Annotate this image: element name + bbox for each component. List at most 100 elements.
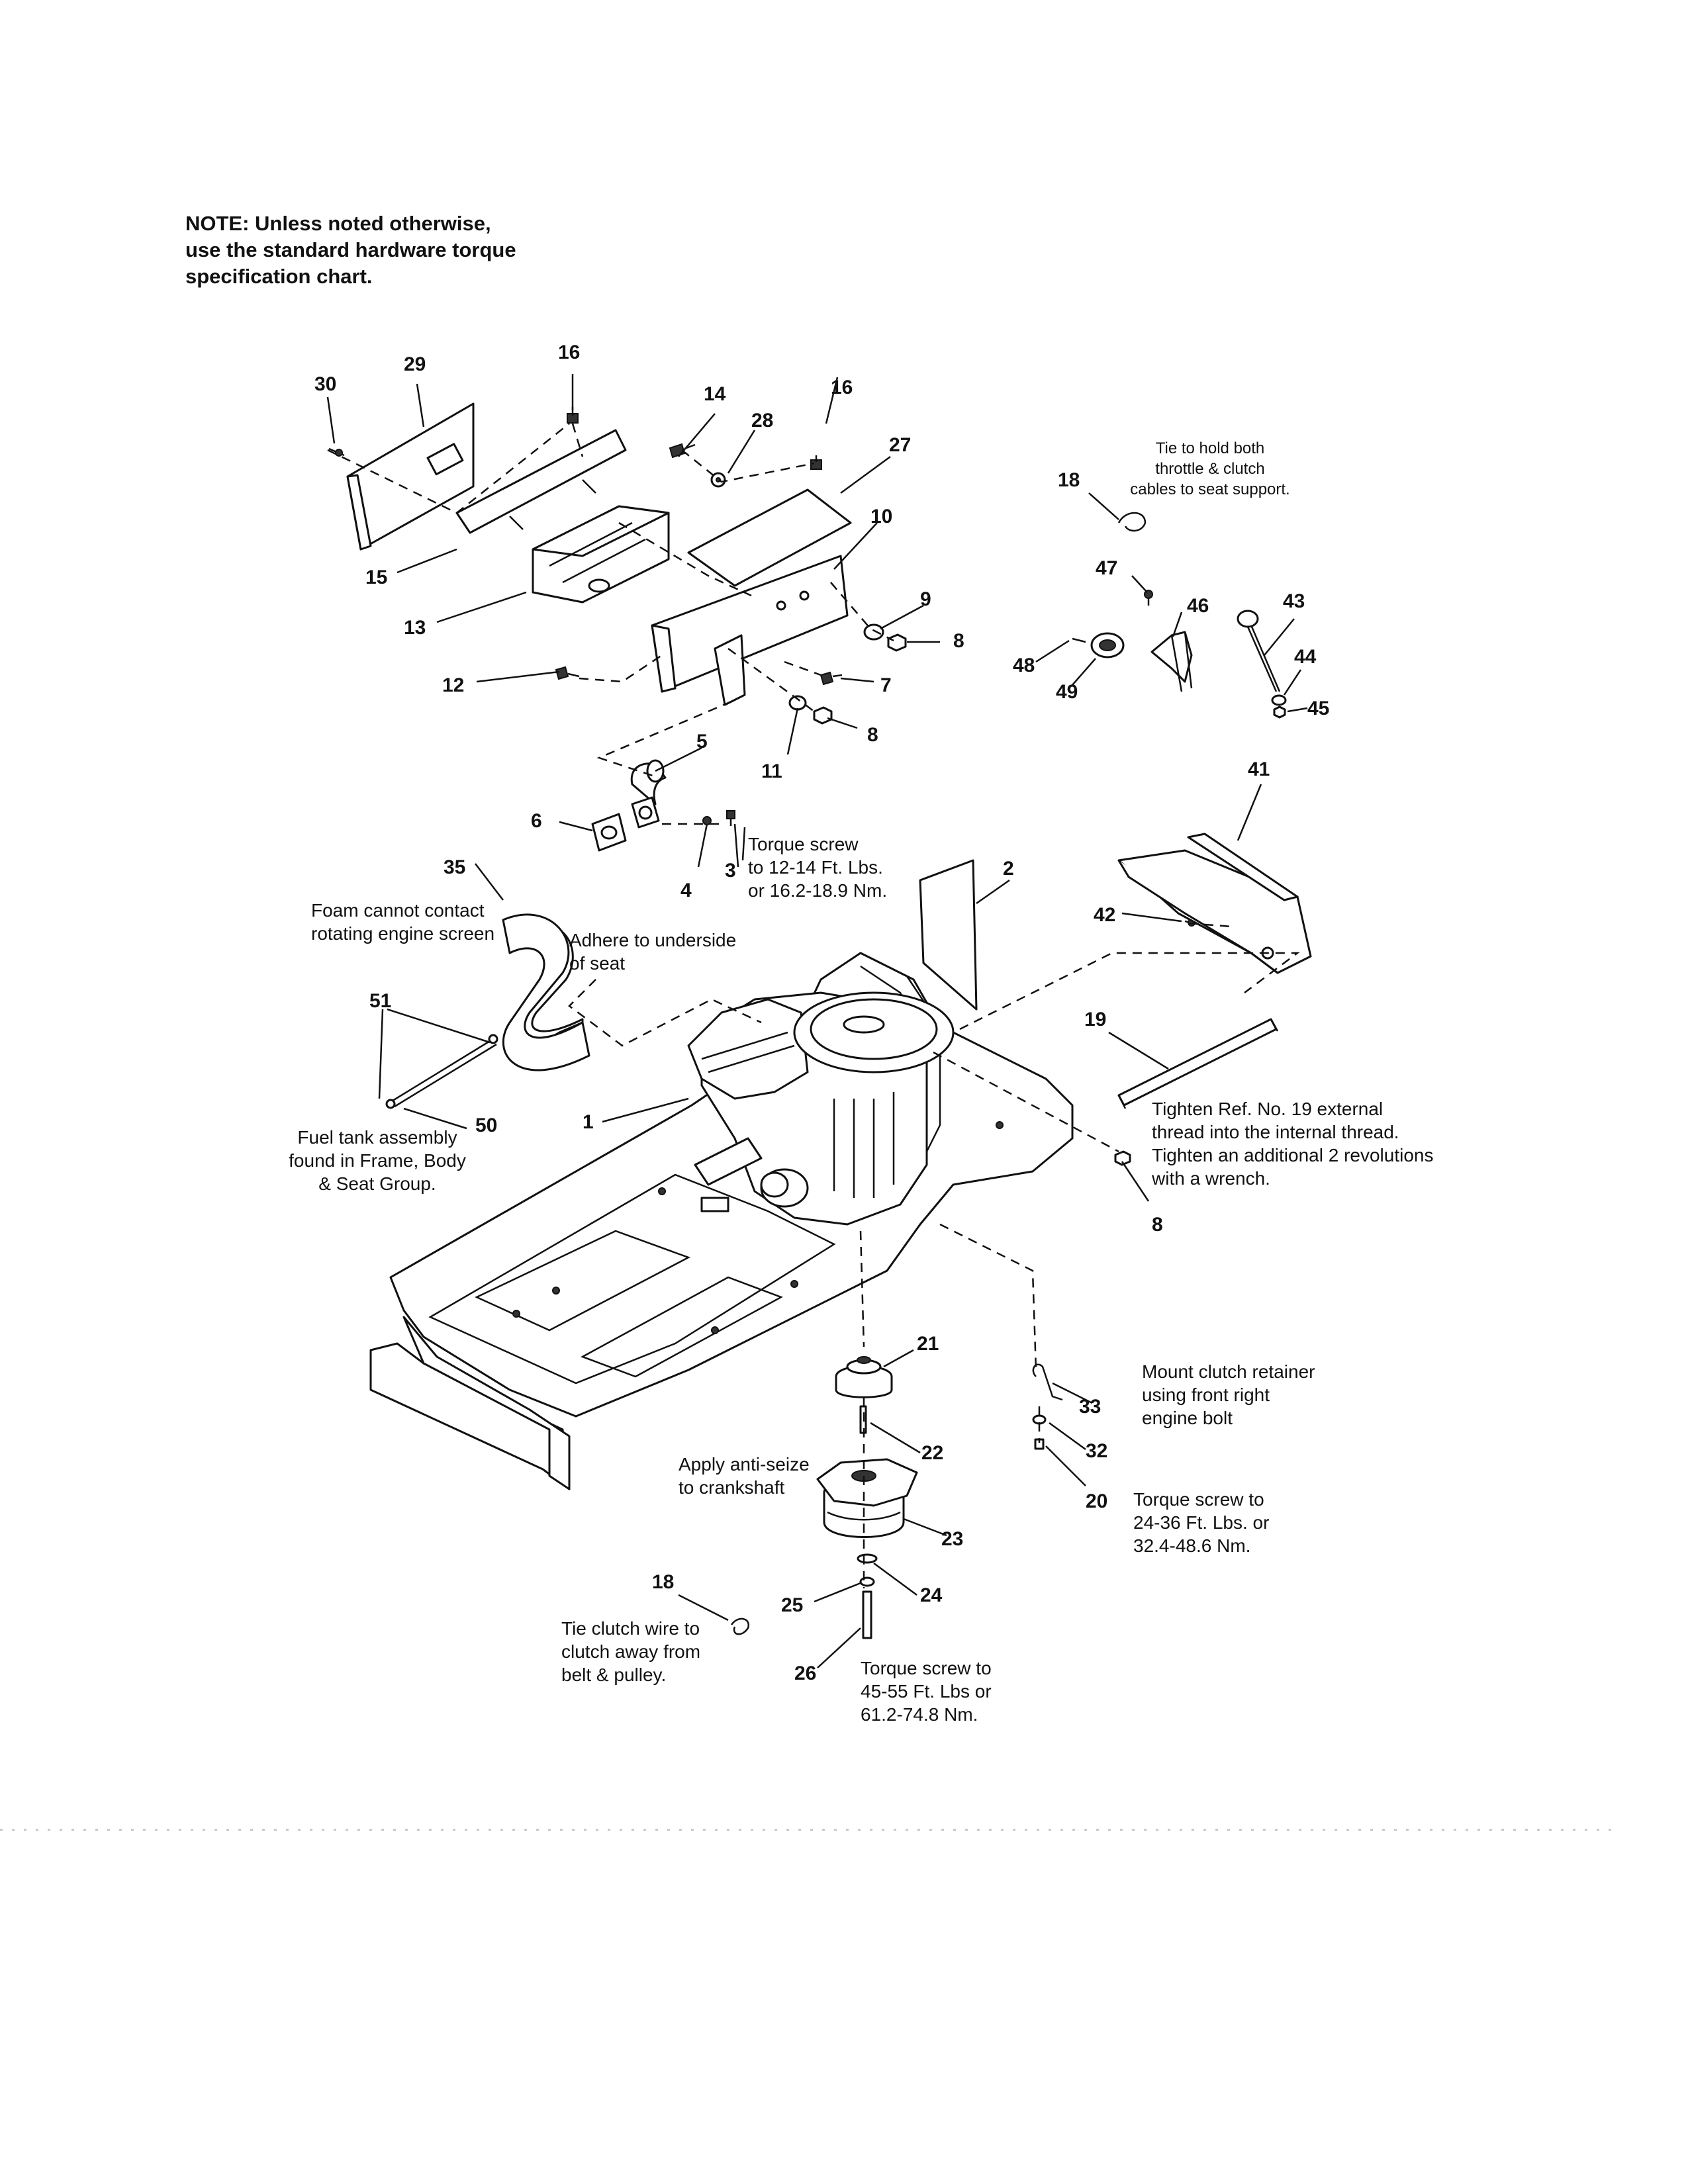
annotation-tie-clutch-wire: Tie clutch wire to clutch away from belt… [561, 1618, 700, 1685]
svg-text:belt & pulley.: belt & pulley. [561, 1664, 666, 1685]
annotation-tie-cables: Tie to hold both throttle & clutch cable… [1130, 439, 1289, 498]
svg-text:cables to seat support.: cables to seat support. [1130, 480, 1289, 498]
callout-6: 6 [531, 810, 542, 832]
callout-44: 44 [1294, 646, 1317, 668]
callout-45: 45 [1307, 698, 1329, 719]
callout-49: 49 [1056, 681, 1078, 703]
callout-51: 51 [369, 990, 391, 1012]
throttle-control-drawing [1090, 512, 1193, 692]
callout-8: 8 [953, 630, 964, 652]
annotation-fuel-tank: Fuel tank assembly found in Frame, Body … [289, 1127, 466, 1194]
callout-25: 25 [781, 1594, 803, 1616]
callout-10: 10 [870, 506, 892, 527]
callout-22: 22 [921, 1442, 943, 1464]
callout-47: 47 [1096, 557, 1117, 579]
callout-8: 8 [1152, 1214, 1163, 1236]
callout-32: 32 [1086, 1440, 1107, 1462]
callout-48: 48 [1013, 655, 1035, 676]
exhaust-elbow-drawing [591, 759, 667, 852]
callout-3: 3 [725, 860, 736, 882]
annotation-tighten-19: Tighten Ref. No. 19 external thread into… [1151, 1099, 1433, 1189]
extension-rod-drawing [1117, 1018, 1279, 1109]
torque-note: NOTE: Unless noted otherwise, use the st… [185, 212, 516, 288]
svg-text:Tighten an additional 2 revolu: Tighten an additional 2 revolutions [1152, 1145, 1433, 1165]
clutch-drawing [816, 1458, 918, 1538]
engine-cover-drawing [1117, 833, 1312, 974]
svg-text:Tie clutch wire to: Tie clutch wire to [561, 1618, 700, 1639]
callout-43: 43 [1283, 590, 1305, 612]
svg-text:with a wrench.: with a wrench. [1151, 1168, 1270, 1189]
svg-text:engine bolt: engine bolt [1142, 1408, 1233, 1428]
callout-20: 20 [1086, 1490, 1107, 1512]
callout-18: 18 [652, 1571, 674, 1593]
svg-text:of seat: of seat [569, 953, 625, 974]
callout-24: 24 [920, 1584, 943, 1606]
svg-text:rotating engine screen: rotating engine screen [311, 923, 494, 944]
svg-text:Torque screw: Torque screw [748, 834, 859, 854]
svg-text:61.2-74.8 Nm.: 61.2-74.8 Nm. [861, 1704, 978, 1725]
muffler-drawing [532, 505, 670, 604]
svg-text:24-36 Ft. Lbs. or: 24-36 Ft. Lbs. or [1133, 1512, 1269, 1533]
callout-41: 41 [1248, 758, 1270, 780]
callout-8: 8 [867, 724, 878, 746]
clutch-retainer-drawing [1032, 1363, 1063, 1450]
clutch-bolt-drawing [857, 1553, 878, 1639]
plate-drawing [687, 488, 852, 587]
muffler-bracket-drawing [455, 429, 627, 534]
wire-tie-drawing [730, 1617, 750, 1635]
svg-text:throttle & clutch: throttle & clutch [1155, 460, 1264, 478]
annotation-anti-seize: Apply anti-seize to crankshaft [679, 1454, 810, 1498]
svg-text:using front right: using front right [1142, 1385, 1270, 1405]
callout-13: 13 [404, 617, 426, 639]
svg-text:Adhere to underside: Adhere to underside [569, 930, 736, 950]
svg-text:to crankshaft: to crankshaft [679, 1477, 785, 1498]
svg-text:or 16.2-18.9 Nm.: or 16.2-18.9 Nm. [748, 880, 887, 901]
leader-lines [326, 374, 1308, 1668]
svg-text:Mount clutch retainer: Mount clutch retainer [1142, 1361, 1315, 1382]
callout-14: 14 [704, 383, 726, 405]
callout-21: 21 [917, 1333, 939, 1355]
callout-15: 15 [365, 567, 387, 588]
callout-27: 27 [889, 434, 911, 456]
mount-bracket-drawing [651, 555, 849, 706]
callout-35: 35 [444, 856, 465, 878]
callout-4: 4 [680, 880, 692, 901]
svg-text:thread into the internal threa: thread into the internal thread. [1152, 1122, 1399, 1142]
callout-30: 30 [314, 373, 336, 395]
svg-text:& Seat Group.: & Seat Group. [318, 1173, 436, 1194]
dipstick-drawing [1237, 610, 1287, 719]
callout-28: 28 [751, 410, 773, 432]
annotation-mount-clutch: Mount clutch retainer using front right … [1142, 1361, 1315, 1428]
annotation-adhere: Adhere to underside of seat [569, 930, 736, 974]
assembly-lines [327, 423, 1300, 1588]
heat-shield-drawing [346, 402, 475, 551]
annotation-torque-45-55: Torque screw to 45-55 Ft. Lbs or 61.2-74… [861, 1658, 992, 1725]
fuel-tank-rod-drawing [385, 1034, 498, 1109]
callout-1: 1 [583, 1111, 594, 1133]
foam-strip-drawing [502, 913, 590, 1071]
engine-drawing [687, 991, 955, 1226]
pulley-drawing [835, 1356, 893, 1398]
callout-9: 9 [920, 588, 931, 610]
callout-18: 18 [1058, 469, 1080, 491]
svg-text:Fuel tank assembly: Fuel tank assembly [297, 1127, 457, 1148]
callout-11: 11 [761, 760, 782, 782]
svg-text:45-55 Ft. Lbs or: 45-55 Ft. Lbs or [861, 1681, 992, 1702]
callout-29: 29 [404, 353, 426, 375]
callout-46: 46 [1187, 595, 1209, 617]
svg-text:to 12-14 Ft. Lbs.: to 12-14 Ft. Lbs. [748, 857, 883, 878]
svg-text:found in Frame, Body: found in Frame, Body [289, 1150, 466, 1171]
callout-50: 50 [475, 1115, 497, 1136]
svg-text:Torque screw to: Torque screw to [861, 1658, 992, 1678]
callout-numbers: 30 29 16 14 16 28 27 10 9 8 15 13 12 7 8… [314, 341, 1329, 1684]
svg-text:Foam cannot contact: Foam cannot contact [311, 900, 485, 921]
svg-text:Tie to hold both: Tie to hold both [1156, 439, 1265, 457]
annotation-torque-24-36: Torque screw to 24-36 Ft. Lbs. or 32.4-4… [1133, 1489, 1269, 1556]
annotation-torque-12-14: Torque screw to 12-14 Ft. Lbs. or 16.2-1… [748, 834, 887, 901]
callout-42: 42 [1094, 904, 1115, 926]
svg-text:clutch away from: clutch away from [561, 1641, 700, 1662]
svg-text:Apply anti-seize: Apply anti-seize [679, 1454, 810, 1475]
callout-23: 23 [941, 1528, 963, 1550]
